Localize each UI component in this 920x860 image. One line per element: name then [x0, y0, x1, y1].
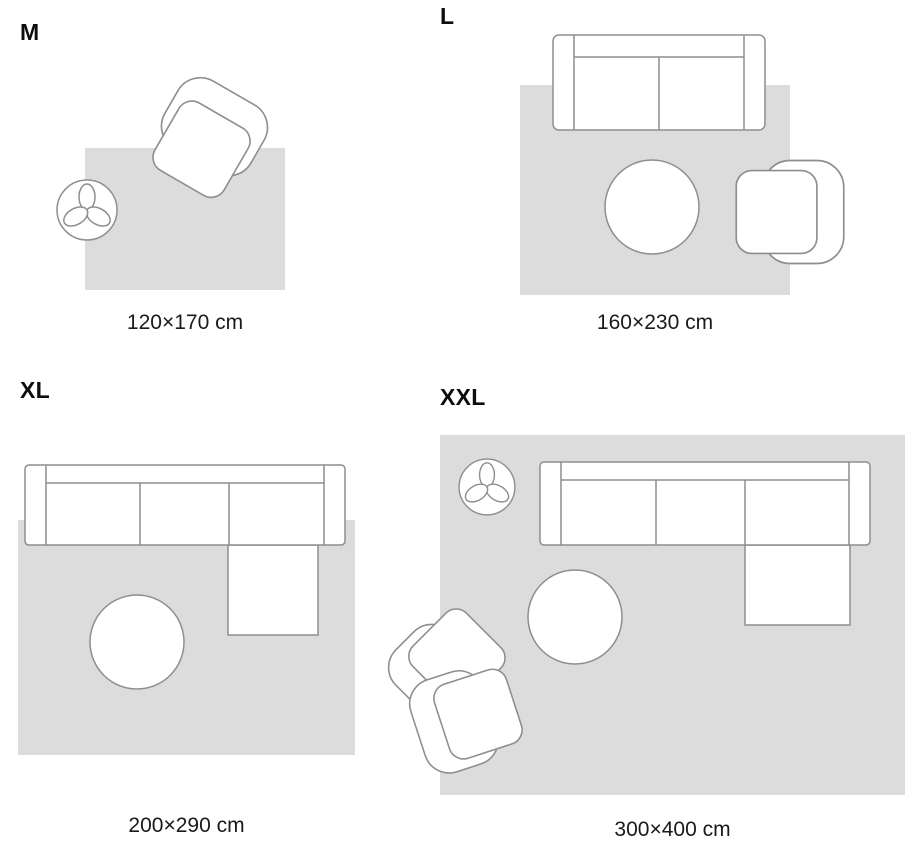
- armchair-icon: [408, 668, 523, 774]
- plant-icon: [56, 179, 118, 241]
- rug-diagram-m: [56, 76, 285, 290]
- rug-diagram-xxl: [387, 435, 905, 795]
- size-label-m: M: [20, 19, 40, 45]
- coffee-table-icon: [89, 594, 185, 690]
- size-label-xxl: XXL: [440, 384, 486, 410]
- sectional-sofa-icon: [539, 461, 871, 626]
- dimensions-label-m: 120×170 cm: [126, 311, 244, 334]
- size-label-xl: XL: [20, 377, 50, 403]
- size-label-l: L: [440, 3, 455, 29]
- plant-icon: [458, 458, 516, 516]
- rug-diagram-l: [520, 34, 845, 295]
- coffee-table-icon: [604, 159, 700, 255]
- sofa-icon: [552, 34, 766, 131]
- sectional-sofa-icon: [24, 464, 346, 636]
- armchair-icon: [735, 159, 845, 265]
- coffee-table-icon: [527, 569, 623, 665]
- armchair-icon: [152, 76, 269, 199]
- dimensions-label-l: 160×230 cm: [596, 311, 714, 334]
- dimensions-label-xl: 200×290 cm: [128, 814, 245, 837]
- rug-diagram-xl: [18, 464, 355, 755]
- dimensions-label-xxl: 300×400 cm: [614, 818, 731, 841]
